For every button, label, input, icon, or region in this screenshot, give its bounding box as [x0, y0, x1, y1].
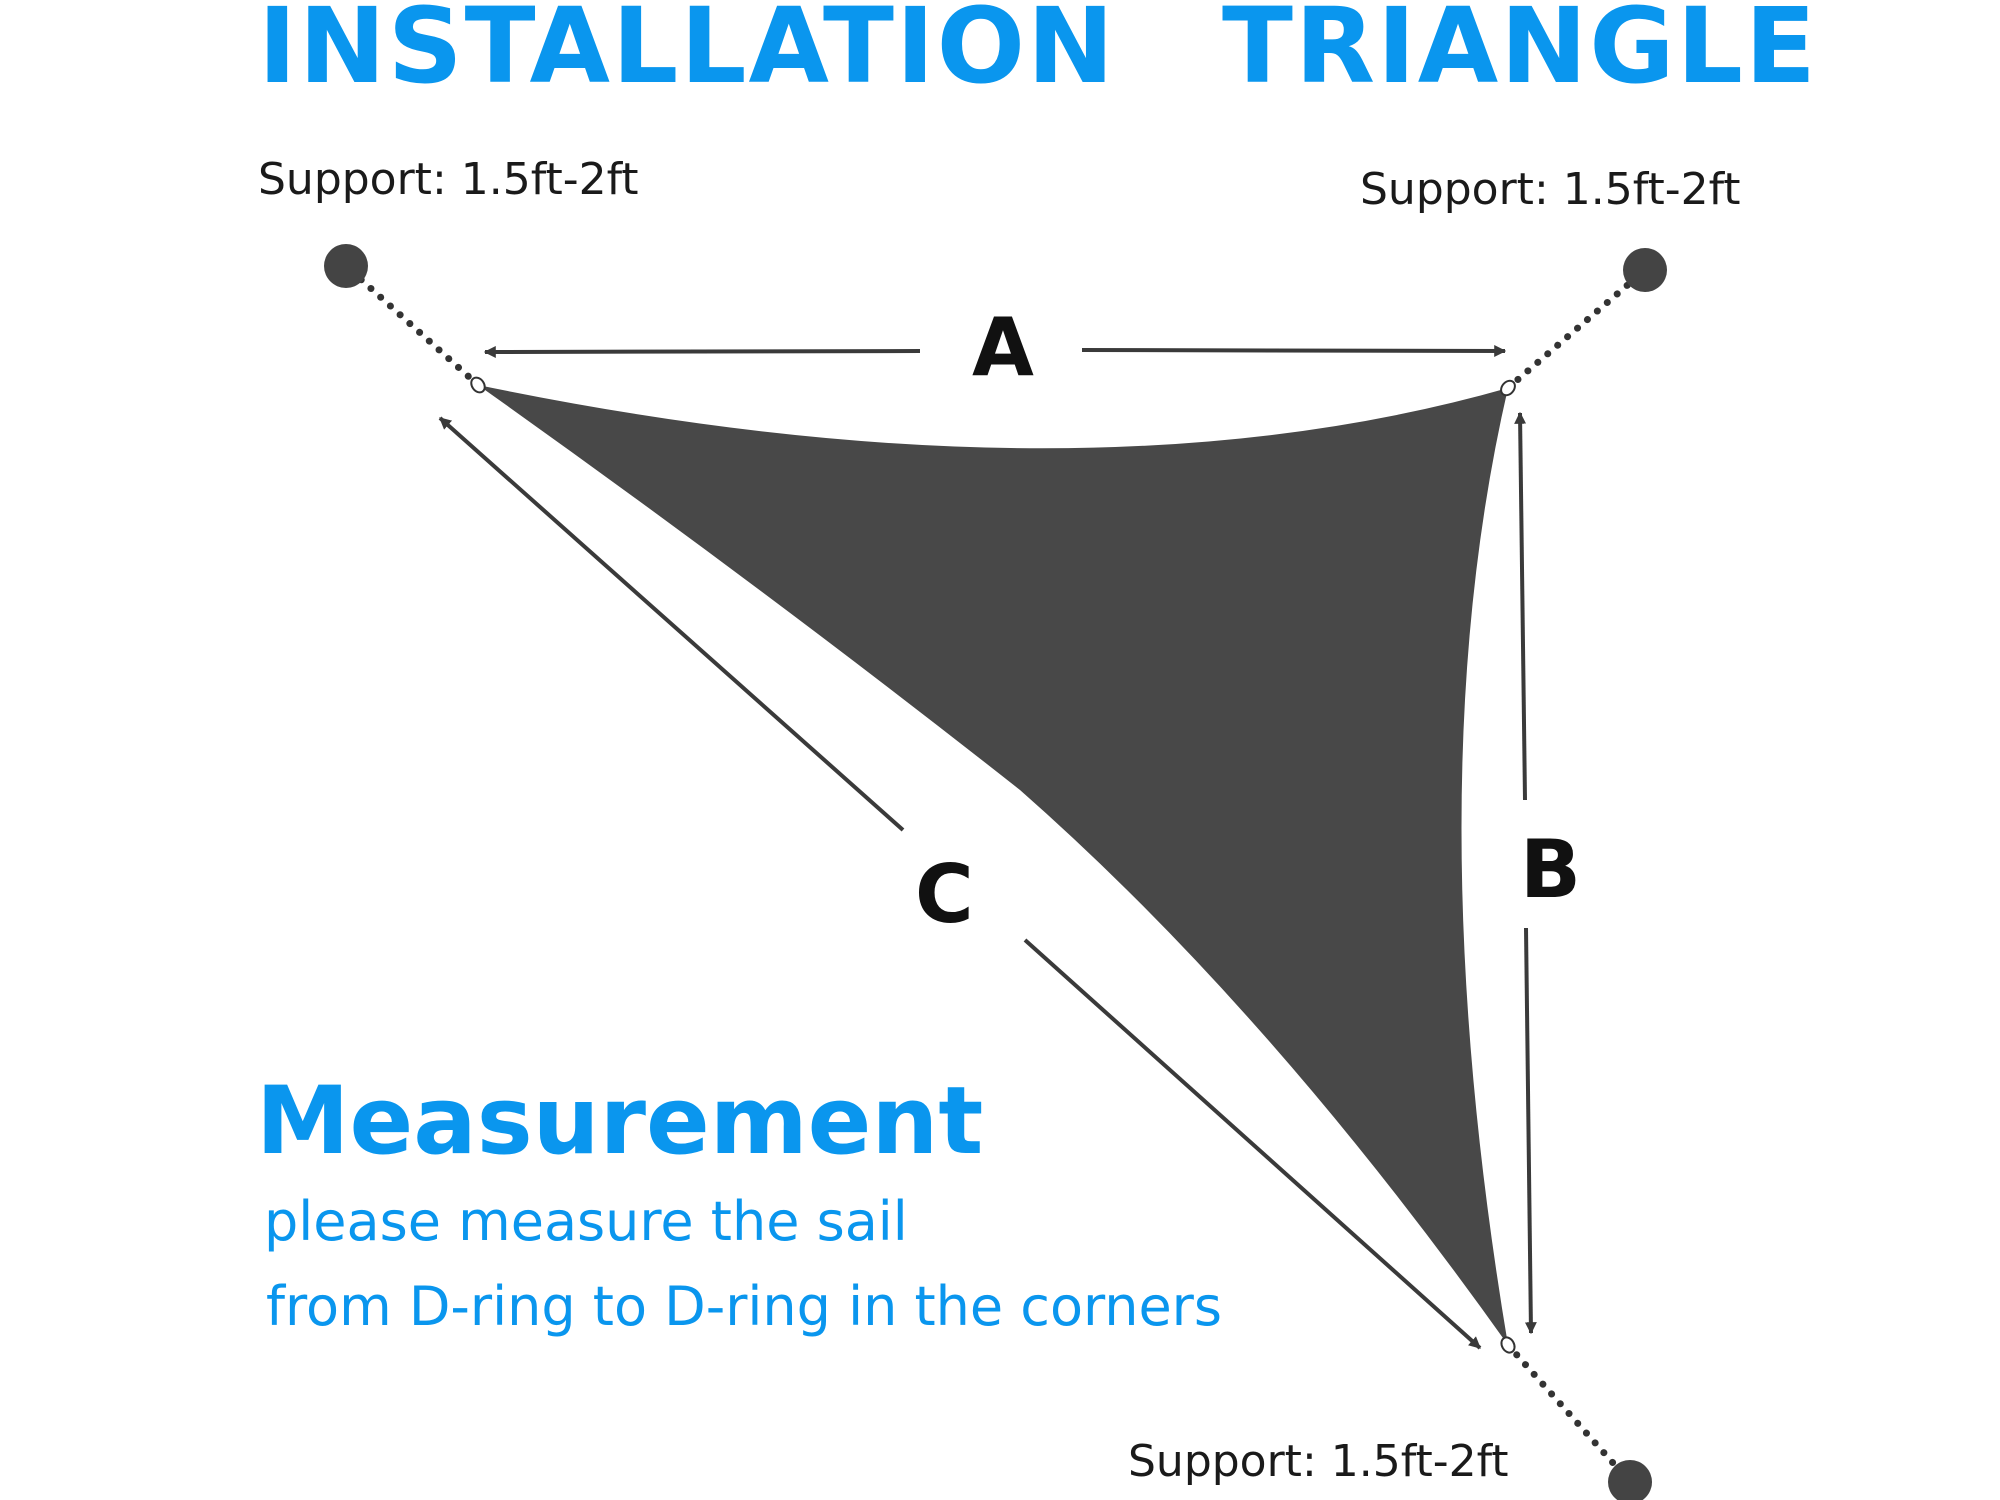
measurement-heading: Measurement — [256, 1067, 984, 1176]
support-label-top-right: Support: 1.5ft-2ft — [1360, 164, 1741, 215]
side-label-b: B — [1520, 823, 1581, 916]
support-label-top-left: Support: 1.5ft-2ft — [258, 154, 639, 205]
d-ring-bottom — [1500, 1336, 1516, 1354]
support-post-bottom — [1608, 1460, 1652, 1500]
side-label-a: A — [972, 301, 1034, 394]
d-ring-top-right — [1500, 379, 1516, 397]
support-label-bottom: Support: 1.5ft-2ft — [1128, 1436, 1509, 1487]
side-b-arrow-down — [1524, 927, 1537, 1335]
support-post-top-right — [1623, 248, 1667, 292]
shade-sail-triangle — [478, 385, 1508, 1345]
side-c-arrow-up — [438, 416, 905, 832]
side-a-arrow-left — [483, 345, 921, 358]
title-triangle: TRIANGLE — [1222, 0, 1818, 107]
rope-bottom — [1504, 1341, 1634, 1486]
side-a-arrow-right — [1081, 344, 1507, 357]
side-b-arrow-up — [1514, 411, 1527, 801]
measurement-instruction-line-1: please measure the sail — [264, 1190, 908, 1253]
side-c-arrow-down — [1023, 938, 1482, 1350]
d-ring-top-left — [470, 376, 486, 394]
support-post-top-left — [324, 244, 368, 288]
rope-top-left — [342, 262, 482, 389]
rope-top-right — [1504, 266, 1649, 392]
side-label-c: C — [915, 848, 974, 941]
title-installation: INSTALLATION — [258, 0, 1117, 107]
measurement-instruction-line-2: from D-ring to D-ring in the corners — [266, 1275, 1223, 1338]
